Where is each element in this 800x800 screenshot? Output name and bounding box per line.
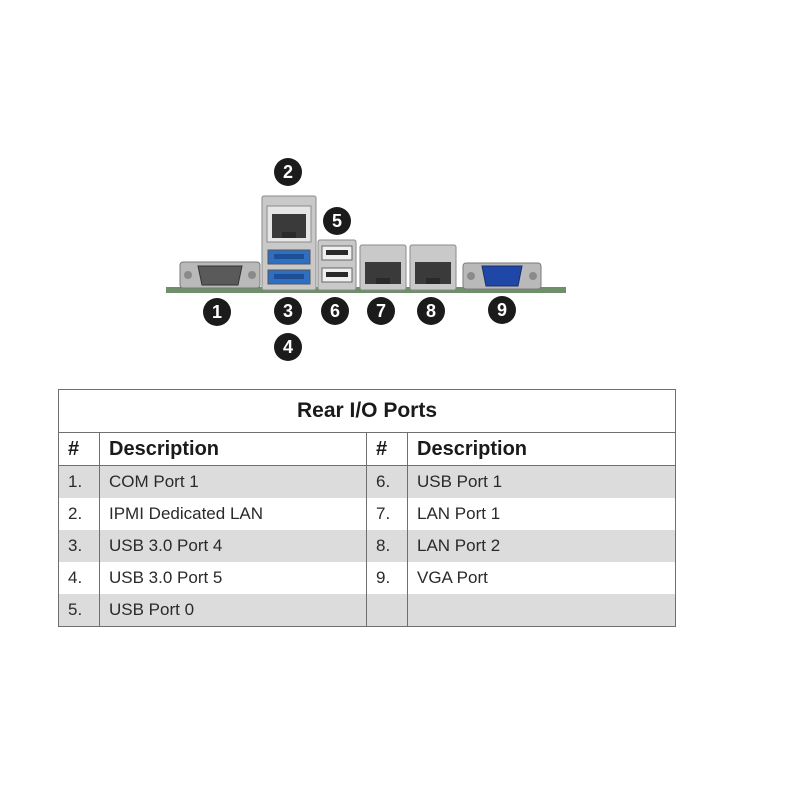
lan-port-2-connector — [409, 244, 457, 291]
com-port-connector — [179, 261, 261, 289]
port-number: 2. — [58, 498, 100, 530]
lan-port-1-connector — [359, 244, 407, 291]
rear-io-panel-illustration: 2 5 1 3 6 7 8 9 4 — [0, 0, 800, 380]
callout-6: 6 — [321, 297, 349, 325]
rear-io-panel-drawing — [166, 195, 566, 293]
table-row: 4. USB 3.0 Port 5 9. VGA Port — [58, 562, 676, 594]
column-header-description: Description — [99, 432, 367, 466]
callout-3: 3 — [274, 297, 302, 325]
column-header-number: # — [58, 432, 100, 466]
port-description: USB 3.0 Port 4 — [99, 530, 367, 562]
table-row: 1. COM Port 1 6. USB Port 1 — [58, 465, 676, 498]
ipmi-lan-usb3-stack — [261, 195, 317, 291]
table-title: Rear I/O Ports — [58, 389, 676, 433]
port-description: LAN Port 2 — [407, 530, 676, 562]
port-number: 8. — [366, 530, 408, 562]
port-number: 1. — [58, 465, 100, 498]
table-row: 5. USB Port 0 — [58, 594, 676, 627]
port-description — [407, 594, 676, 627]
port-number: 6. — [366, 465, 408, 498]
port-number: 9. — [366, 562, 408, 594]
port-number: 4. — [58, 562, 100, 594]
port-number: 7. — [366, 498, 408, 530]
callout-2: 2 — [274, 158, 302, 186]
rear-io-ports-table: Rear I/O Ports # Description # Descripti… — [58, 389, 676, 627]
callout-7: 7 — [367, 297, 395, 325]
table-row: 3. USB 3.0 Port 4 8. LAN Port 2 — [58, 530, 676, 562]
port-number: 3. — [58, 530, 100, 562]
port-description: COM Port 1 — [99, 465, 367, 498]
port-description: USB 3.0 Port 5 — [99, 562, 367, 594]
port-description: USB Port 0 — [99, 594, 367, 627]
port-description: USB Port 1 — [407, 465, 676, 498]
port-number — [366, 594, 408, 627]
callout-5: 5 — [323, 207, 351, 235]
table-header-row: # Description # Description — [58, 432, 676, 466]
callout-9: 9 — [488, 296, 516, 324]
column-header-description: Description — [407, 432, 676, 466]
column-header-number: # — [366, 432, 408, 466]
callout-1: 1 — [203, 298, 231, 326]
port-number: 5. — [58, 594, 100, 627]
vga-port-connector — [462, 262, 542, 290]
port-description: IPMI Dedicated LAN — [99, 498, 367, 530]
usb-port-stack — [317, 239, 357, 291]
port-description: VGA Port — [407, 562, 676, 594]
callout-8: 8 — [417, 297, 445, 325]
port-description: LAN Port 1 — [407, 498, 676, 530]
table-row: 2. IPMI Dedicated LAN 7. LAN Port 1 — [58, 498, 676, 530]
callout-4: 4 — [274, 333, 302, 361]
table-title-row: Rear I/O Ports — [58, 389, 676, 433]
